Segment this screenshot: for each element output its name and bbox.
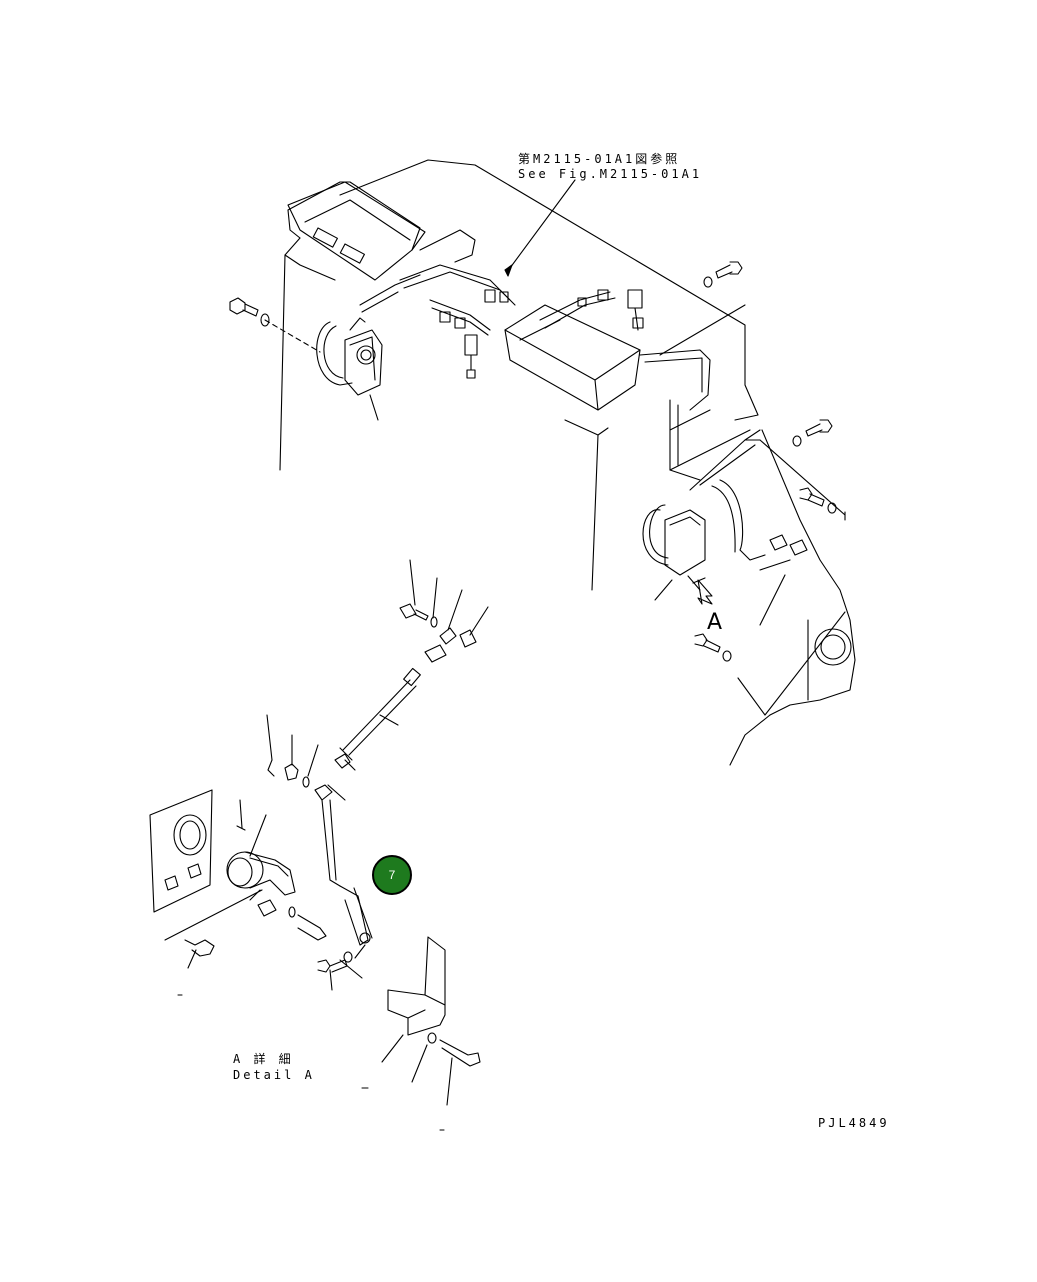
view-marker-a: A bbox=[707, 610, 723, 635]
part-callout-number: 7 bbox=[388, 868, 396, 882]
ref-figure-en: See Fig.M2115-01A1 bbox=[518, 167, 703, 181]
part-callout-badge[interactable]: 7 bbox=[372, 855, 412, 895]
lever-assembly bbox=[266, 714, 373, 991]
detail-a-assembly bbox=[149, 789, 327, 969]
ref-figure-jp: 第M2115-01A1図参照 bbox=[518, 152, 681, 166]
bolt-upper-left bbox=[229, 297, 270, 327]
right-box bbox=[504, 304, 641, 411]
left-box bbox=[287, 181, 426, 281]
leader-lines bbox=[737, 511, 846, 716]
drawing-number: PJL4849 bbox=[818, 1116, 890, 1130]
bolts-right bbox=[694, 419, 837, 662]
bracket-cover bbox=[177, 936, 481, 1131]
detail-title-jp: A 詳 細 bbox=[233, 1052, 294, 1066]
chassis-frame bbox=[279, 159, 856, 766]
bolt-top-right bbox=[703, 261, 743, 288]
linkage-rod bbox=[334, 559, 489, 771]
right-switch bbox=[642, 399, 766, 605]
wiring-harness bbox=[359, 179, 746, 411]
left-switch bbox=[264, 317, 383, 421]
detail-title-en: Detail A bbox=[233, 1068, 315, 1082]
